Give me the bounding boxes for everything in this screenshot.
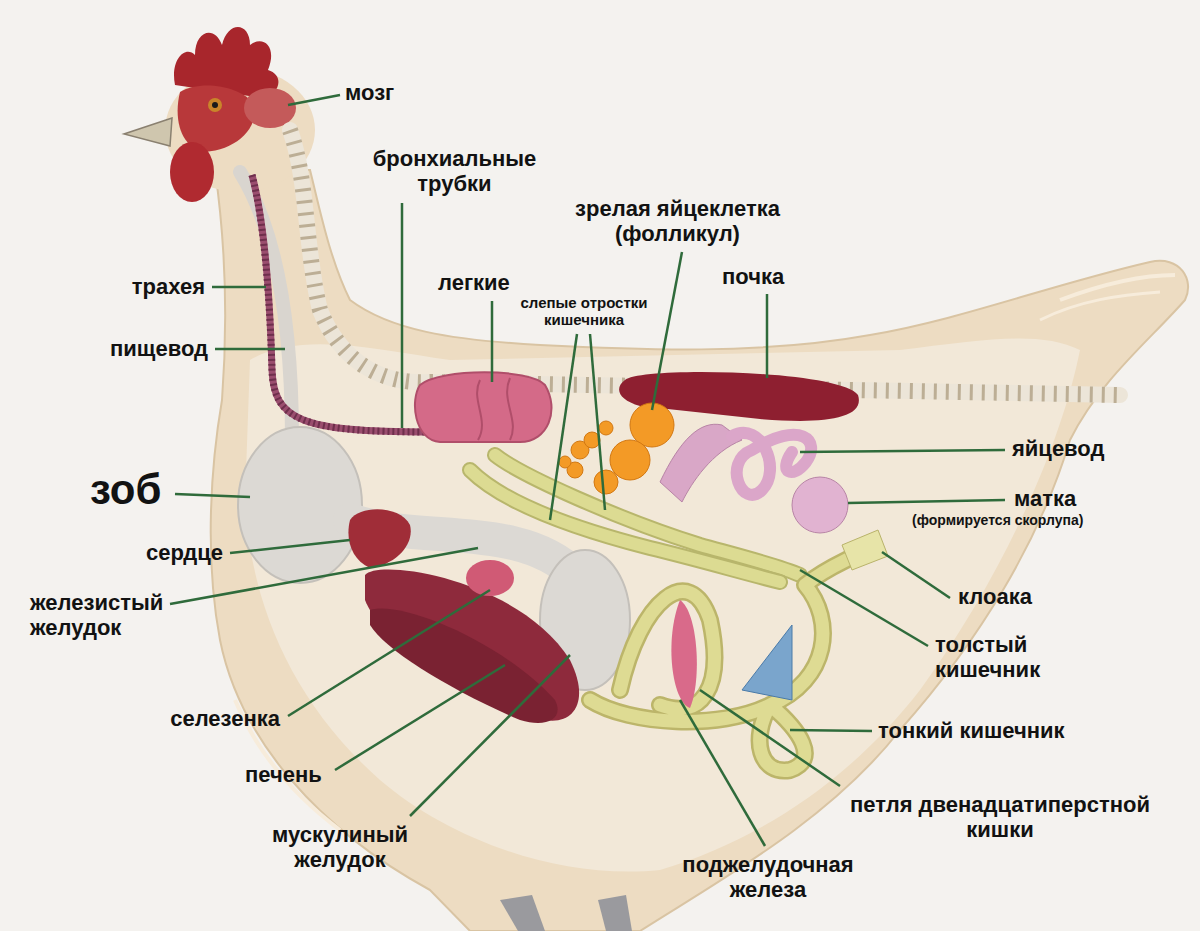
organ-label: селезенка [125,706,280,731]
organ-label: бронхиальные трубки [352,146,557,197]
leader-lines-part [848,500,1005,503]
leader-lines-part [550,334,577,520]
leader-lines-part [680,700,765,846]
organ-label: мускулиный желудок [240,822,440,873]
liver-part [370,608,558,723]
organ-label: клоака [958,584,1088,609]
chicken-body-part [500,895,545,931]
intestines-part [590,552,860,770]
chicken-body-part [1040,292,1160,320]
organ-label: трахея [100,274,205,299]
chicken-body-part [245,338,1080,871]
chicken-head-part [178,86,256,152]
leader-lines-part [288,590,490,716]
intestines-part [671,600,696,708]
leader-lines-part [800,450,1005,452]
lungs-part [415,372,552,442]
organ-label: легкие [438,270,548,295]
chicken-body-part [598,895,632,931]
chicken-head-part [170,142,214,202]
organ-label: толстый кишечник [935,632,1085,683]
spine-part [290,130,1120,395]
heart [348,509,410,568]
leader-lines-part [590,334,605,510]
organ-label: зрелая яйцеклетка (фолликул) [540,196,815,247]
intestines-part [590,552,860,770]
lungs [415,372,552,442]
follicles-part [594,470,618,494]
organ-label: матка [1014,486,1124,511]
organ-label: пищевод [80,336,208,361]
leader-lines-part [790,730,872,731]
chicken-head-part [174,27,278,98]
organ-label: петля двенадцатиперстной кишки [815,792,1185,843]
organ-label: мозг [345,80,465,105]
trachea-part [252,175,430,432]
intestines-part [842,530,888,570]
organ-label: железистый желудок [30,590,215,641]
follicles [559,403,674,494]
organ-label: печень [245,762,350,787]
chicken-head [124,27,315,202]
organ-label: (формируется скорлупа) [912,512,1187,528]
leader-lines-part [882,552,950,598]
chicken-head-part [208,98,222,112]
lungs-part [477,378,513,440]
spine-part [290,130,1120,395]
chicken-body [211,170,1188,931]
intestines-part [742,625,792,700]
spine [290,130,1120,395]
organ-label: слепые отростки кишечника [484,294,684,329]
intestines [590,530,888,770]
organ-label: зоб [90,466,210,514]
heart-part [348,509,410,568]
brain [244,88,296,128]
leader-lines-part [800,570,928,646]
ceca-part [470,470,780,582]
leader-lines-part [652,252,682,410]
oviduct [660,424,848,533]
organ-label: сердце [95,540,223,565]
leader-lines-part [766,294,769,378]
leader-lines-part [335,665,505,770]
ceca-part [470,470,780,582]
trachea-part [252,175,430,432]
leader-lines-part [491,301,494,382]
organ-label: поджелудочная железа [648,852,888,903]
leader-lines-part [401,203,404,428]
follicles-part [610,440,650,480]
chicken-head-part [124,118,172,146]
leader-lines-part [175,494,250,497]
trachea [252,175,430,432]
follicles-part [559,456,571,468]
chicken-head-part [212,102,218,108]
ceca [470,455,800,582]
follicles-part [599,421,613,435]
oviduct-part [792,477,848,533]
organ-label: яйцевод [1012,436,1152,461]
leader-lines-part [212,286,266,289]
organ-label: почка [722,264,832,289]
leader-lines-part [230,540,350,553]
organ-label: тонкий кишечник [878,718,1148,743]
leader-lines-part [410,655,570,816]
leader-lines-part [215,348,285,351]
chicken-body-part [211,170,1188,931]
leader-lines-part [288,95,340,105]
liver [365,560,579,723]
